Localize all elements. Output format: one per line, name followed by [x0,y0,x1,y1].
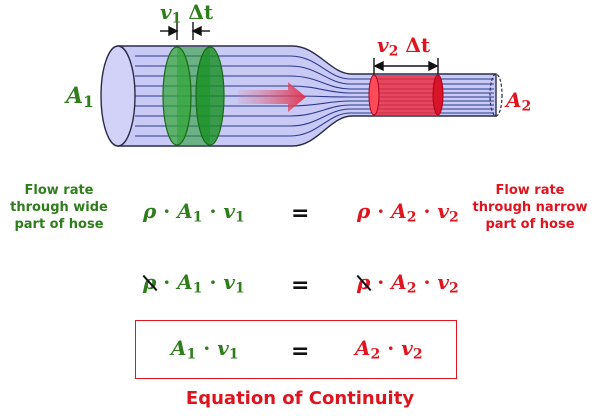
row1-right-v: v [437,199,450,223]
row3-right-expr: A2 · v2 [355,336,423,363]
row2-right-dot1: · [377,270,385,294]
narrow-flow-line-1: Flow rate [495,183,565,198]
wide-area-sub: 1 [83,92,94,111]
row1-right-dot1: · [377,199,385,223]
row2-left-rho-cancelled: ρ [143,270,156,294]
narrow-length-sub: 2 [388,43,399,60]
row2-right-a-sub: 2 [406,280,417,297]
row1-left-a-sub: 1 [192,209,203,226]
row2-right-rho: ρ [357,270,371,294]
flow-arrow [238,82,306,112]
wide-flow-line-1: Flow rate [24,183,94,198]
row2-left-dot1: · [163,270,171,294]
row2-right-v: v [437,270,450,294]
wide-flow-line-2: through wide [10,200,108,215]
wide-area-label: A1 [66,83,94,111]
row1-equals: = [291,201,310,226]
wide-flow-line-3: part of hose [14,217,104,232]
row3-right-v-sub: 2 [412,346,423,363]
row2-left-v: v [223,270,236,294]
row2-left-expr: ρ · A1 · v1 [143,270,245,297]
wide-flow-label: Flow rate through wide part of hose [4,182,114,233]
narrow-length-marker [373,58,439,74]
row3-right-dot: · [387,336,395,360]
row2-right-expr: ρ · A2 · v2 [357,270,459,297]
hose-diagram [100,22,503,147]
diagram-title: Equation of Continuity [185,388,415,409]
row3-left-a-sub: 1 [186,346,197,363]
hose-wide-end [100,45,136,147]
narrow-flow-line-3: part of hose [485,217,575,232]
row1-left-dot1: · [163,199,171,223]
narrow-length-v: v [377,33,389,57]
hose-narrow-end [489,73,503,117]
row3-left-expr: A1 · v1 [171,336,239,363]
row3-equals: = [291,339,310,364]
row1-right-v-sub: 2 [449,209,459,226]
row2-left-v-sub: 1 [235,280,245,297]
row2-left-a-sub: 1 [192,280,203,297]
row2-right-v-sub: 2 [449,280,459,297]
row1-left-a: A [177,199,193,223]
narrow-flow-label: Flow rate through narrow part of hose [468,182,592,233]
narrow-flow-line-2: through narrow [472,200,588,215]
narrow-length-dt: Δt [405,33,431,57]
wide-length-label: v1 Δt [160,0,213,27]
wide-length-v: v [160,0,172,24]
wide-area-sym: A [66,83,84,109]
row1-left-v: v [223,199,236,223]
wide-volume-slice [162,46,225,146]
wide-length-sub: 1 [171,10,182,27]
wide-length-dt: Δt [188,0,214,24]
row2-left-rho: ρ [143,270,157,294]
row3-left-dot: · [203,336,211,360]
row2-right-rho-cancelled: ρ [357,270,370,294]
row3-left-a: A [171,336,187,360]
row1-left-expr: ρ · A1 · v1 [143,199,245,226]
narrow-area-sub: 2 [521,98,532,115]
row1-right-expr: ρ · A2 · v2 [357,199,459,226]
narrow-area-sym: A [506,88,522,112]
row3-right-a-sub: 2 [370,346,381,363]
continuity-box [135,320,457,379]
row3-right-v: v [401,336,413,360]
row2-left-a: A [177,270,193,294]
row3-left-v-sub: 1 [228,346,239,363]
narrow-area-label: A2 [506,88,531,115]
row1-left-dot2: · [209,199,217,223]
narrow-volume-slice [368,74,444,116]
narrow-length-label: v2 Δt [377,33,430,60]
row2-right-a: A [391,270,407,294]
row2-right-dot2: · [423,270,431,294]
row1-right-a-sub: 2 [406,209,417,226]
row3-right-a: A [355,336,371,360]
row1-right-rho: ρ [357,199,371,223]
row2-left-dot2: · [209,270,217,294]
row3-left-v: v [217,336,229,360]
wide-length-marker [160,22,210,40]
row1-right-dot2: · [423,199,431,223]
row1-right-a: A [391,199,407,223]
row1-left-rho: ρ [143,199,157,223]
row1-left-v-sub: 1 [235,209,245,226]
row2-equals: = [291,273,310,298]
